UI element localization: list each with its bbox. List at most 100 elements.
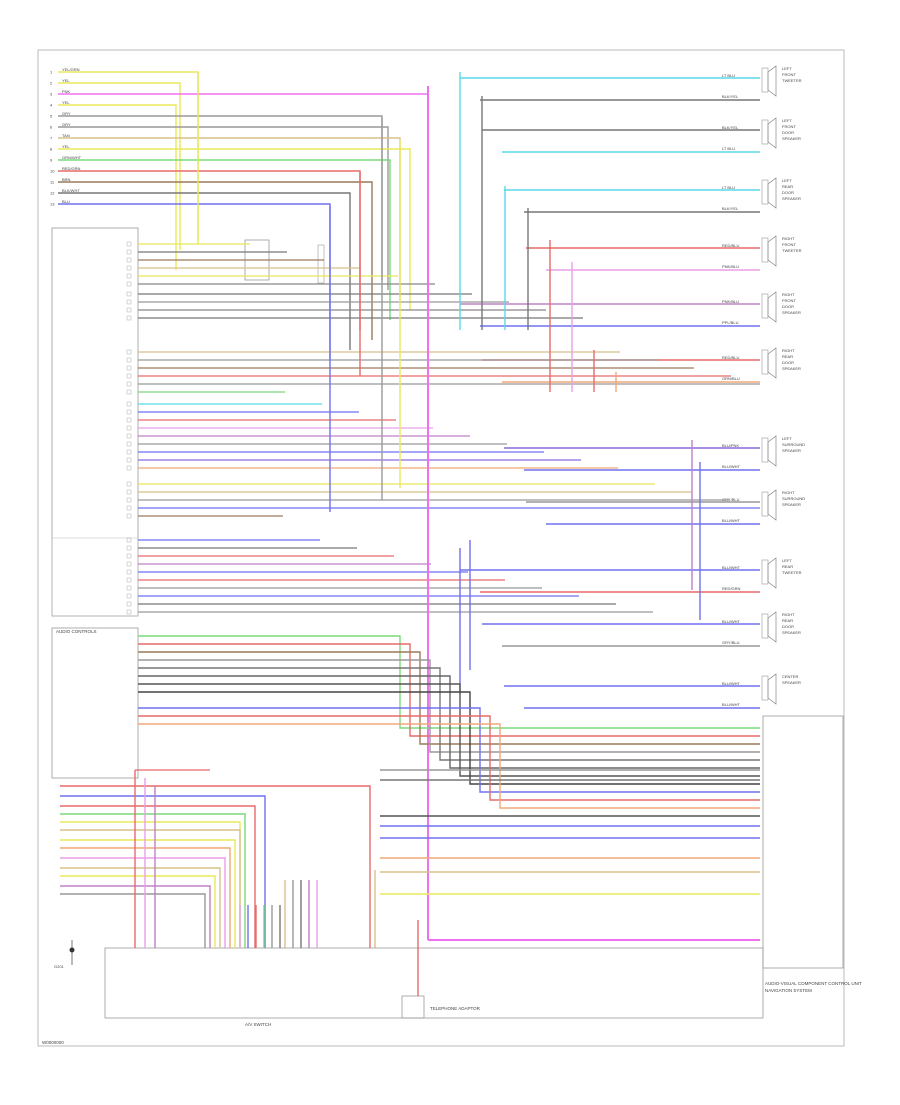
bottom-connector-wire [60,885,211,948]
speaker-name: REAR [782,184,793,189]
speaker-wire-label: GRY/BLU [722,497,740,502]
speaker-name: DOOR [782,190,794,195]
speaker-name: SPEAKER [782,680,801,685]
top-pin-number: 12 [50,191,55,196]
radio-pin [126,349,132,355]
bottom-connector-wire [60,795,266,948]
bottom-connector-wire [60,893,206,948]
top-wire-label: TAN [62,133,70,138]
speaker-wire-label: LT BLU [722,146,735,151]
speaker-name: LEFT [782,66,792,71]
top-pin-number: 1 [50,70,53,75]
radio-pin [126,257,132,263]
speaker-icon [767,117,777,149]
long-wires [60,72,760,996]
top-connector-wire [58,181,373,340]
bottom-connector-wire [60,867,221,948]
radio-pin [126,441,132,447]
bottom-connector-wire [60,875,216,948]
speaker-wire-label: BLU/WHT [722,702,741,707]
audio-control-wire [138,691,760,785]
radio-pin [126,273,132,279]
radio-pin [126,585,132,591]
speaker-wire-label: BLU/WHT [722,464,741,469]
top-pin-number: 9 [50,158,53,163]
audio-control-wire [138,683,760,777]
speaker-icon [767,557,777,589]
speaker-name: REAR [782,618,793,623]
speaker-wire-label: RED/GRN [722,586,741,591]
radio-pin [126,537,132,543]
radio-pin [126,489,132,495]
top-wire-label: YEL/GRN [62,67,80,72]
bottom-connector-wire [60,839,236,948]
speaker-name: TWEETER [782,248,802,253]
audio-controls-label: AUDIO CONTROLS [56,629,97,634]
av-control-unit-label: AUDIO-VISUAL COMPONENT CONTROL UNIT [765,981,862,986]
connector-clip [317,244,325,284]
speaker-name: RIGHT [782,490,795,495]
speaker-icon [767,65,777,97]
top-wire-label: GRY [62,111,71,116]
radio-pin [126,465,132,471]
speaker-name: TWEETER [782,78,802,83]
speaker-name: RIGHT [782,292,795,297]
speaker-name: RIGHT [782,236,795,241]
speaker-name: CENTER [782,674,799,679]
speaker-icon [767,347,777,379]
radio-pin [126,577,132,583]
speaker-icon [767,489,777,521]
top-wire-label: RED/GRN [62,166,81,171]
radio-pin [126,561,132,567]
speaker-wire-label: BLK/YEL [722,94,739,99]
radio-pin [126,505,132,511]
speaker-name: SPEAKER [782,196,801,201]
radio-pin [126,417,132,423]
top-wire-label: YEL [62,78,70,83]
radio-pin [126,433,132,439]
radio-pin [126,497,132,503]
bottom-connector-wire [60,785,371,948]
top-connector-wire [58,192,351,350]
radio-pin [126,481,132,487]
speaker-name: DOOR [782,130,794,135]
audio-controls-block [51,627,139,779]
radio-pin [126,409,132,415]
speaker-name: RIGHT [782,348,795,353]
speaker-name: FRONT [782,242,796,247]
radio-pin [126,609,132,615]
radio-pin [126,553,132,559]
radio-pin [126,373,132,379]
top-wire-label: BRN [62,177,71,182]
radio-pin [126,365,132,371]
speaker-wire-label: GRY/BLU [722,640,740,645]
speaker-name: TWEETER [782,570,802,575]
radio-pin [126,513,132,519]
top-pin-number: 8 [50,147,53,152]
speaker-name: RIGHT [782,612,795,617]
top-wire-label: BLU [62,199,70,204]
radio-pin [126,401,132,407]
speaker-name: SPEAKER [782,136,801,141]
speaker-icon [767,235,777,267]
av-control-unit-block [762,715,844,969]
speaker-name: DOOR [782,360,794,365]
speaker-icon [767,611,777,643]
speaker-wire-label: BLU/WHT [722,518,741,523]
top-wire-label: PNK [62,89,71,94]
speaker-wire-label: ORN/BLU [722,376,740,381]
speaker-name: SURROUND [782,442,805,447]
speaker-wire-label: PNK/BLU [722,264,739,269]
top-connector-wire [58,148,411,310]
speaker-name: SPEAKER [782,448,801,453]
